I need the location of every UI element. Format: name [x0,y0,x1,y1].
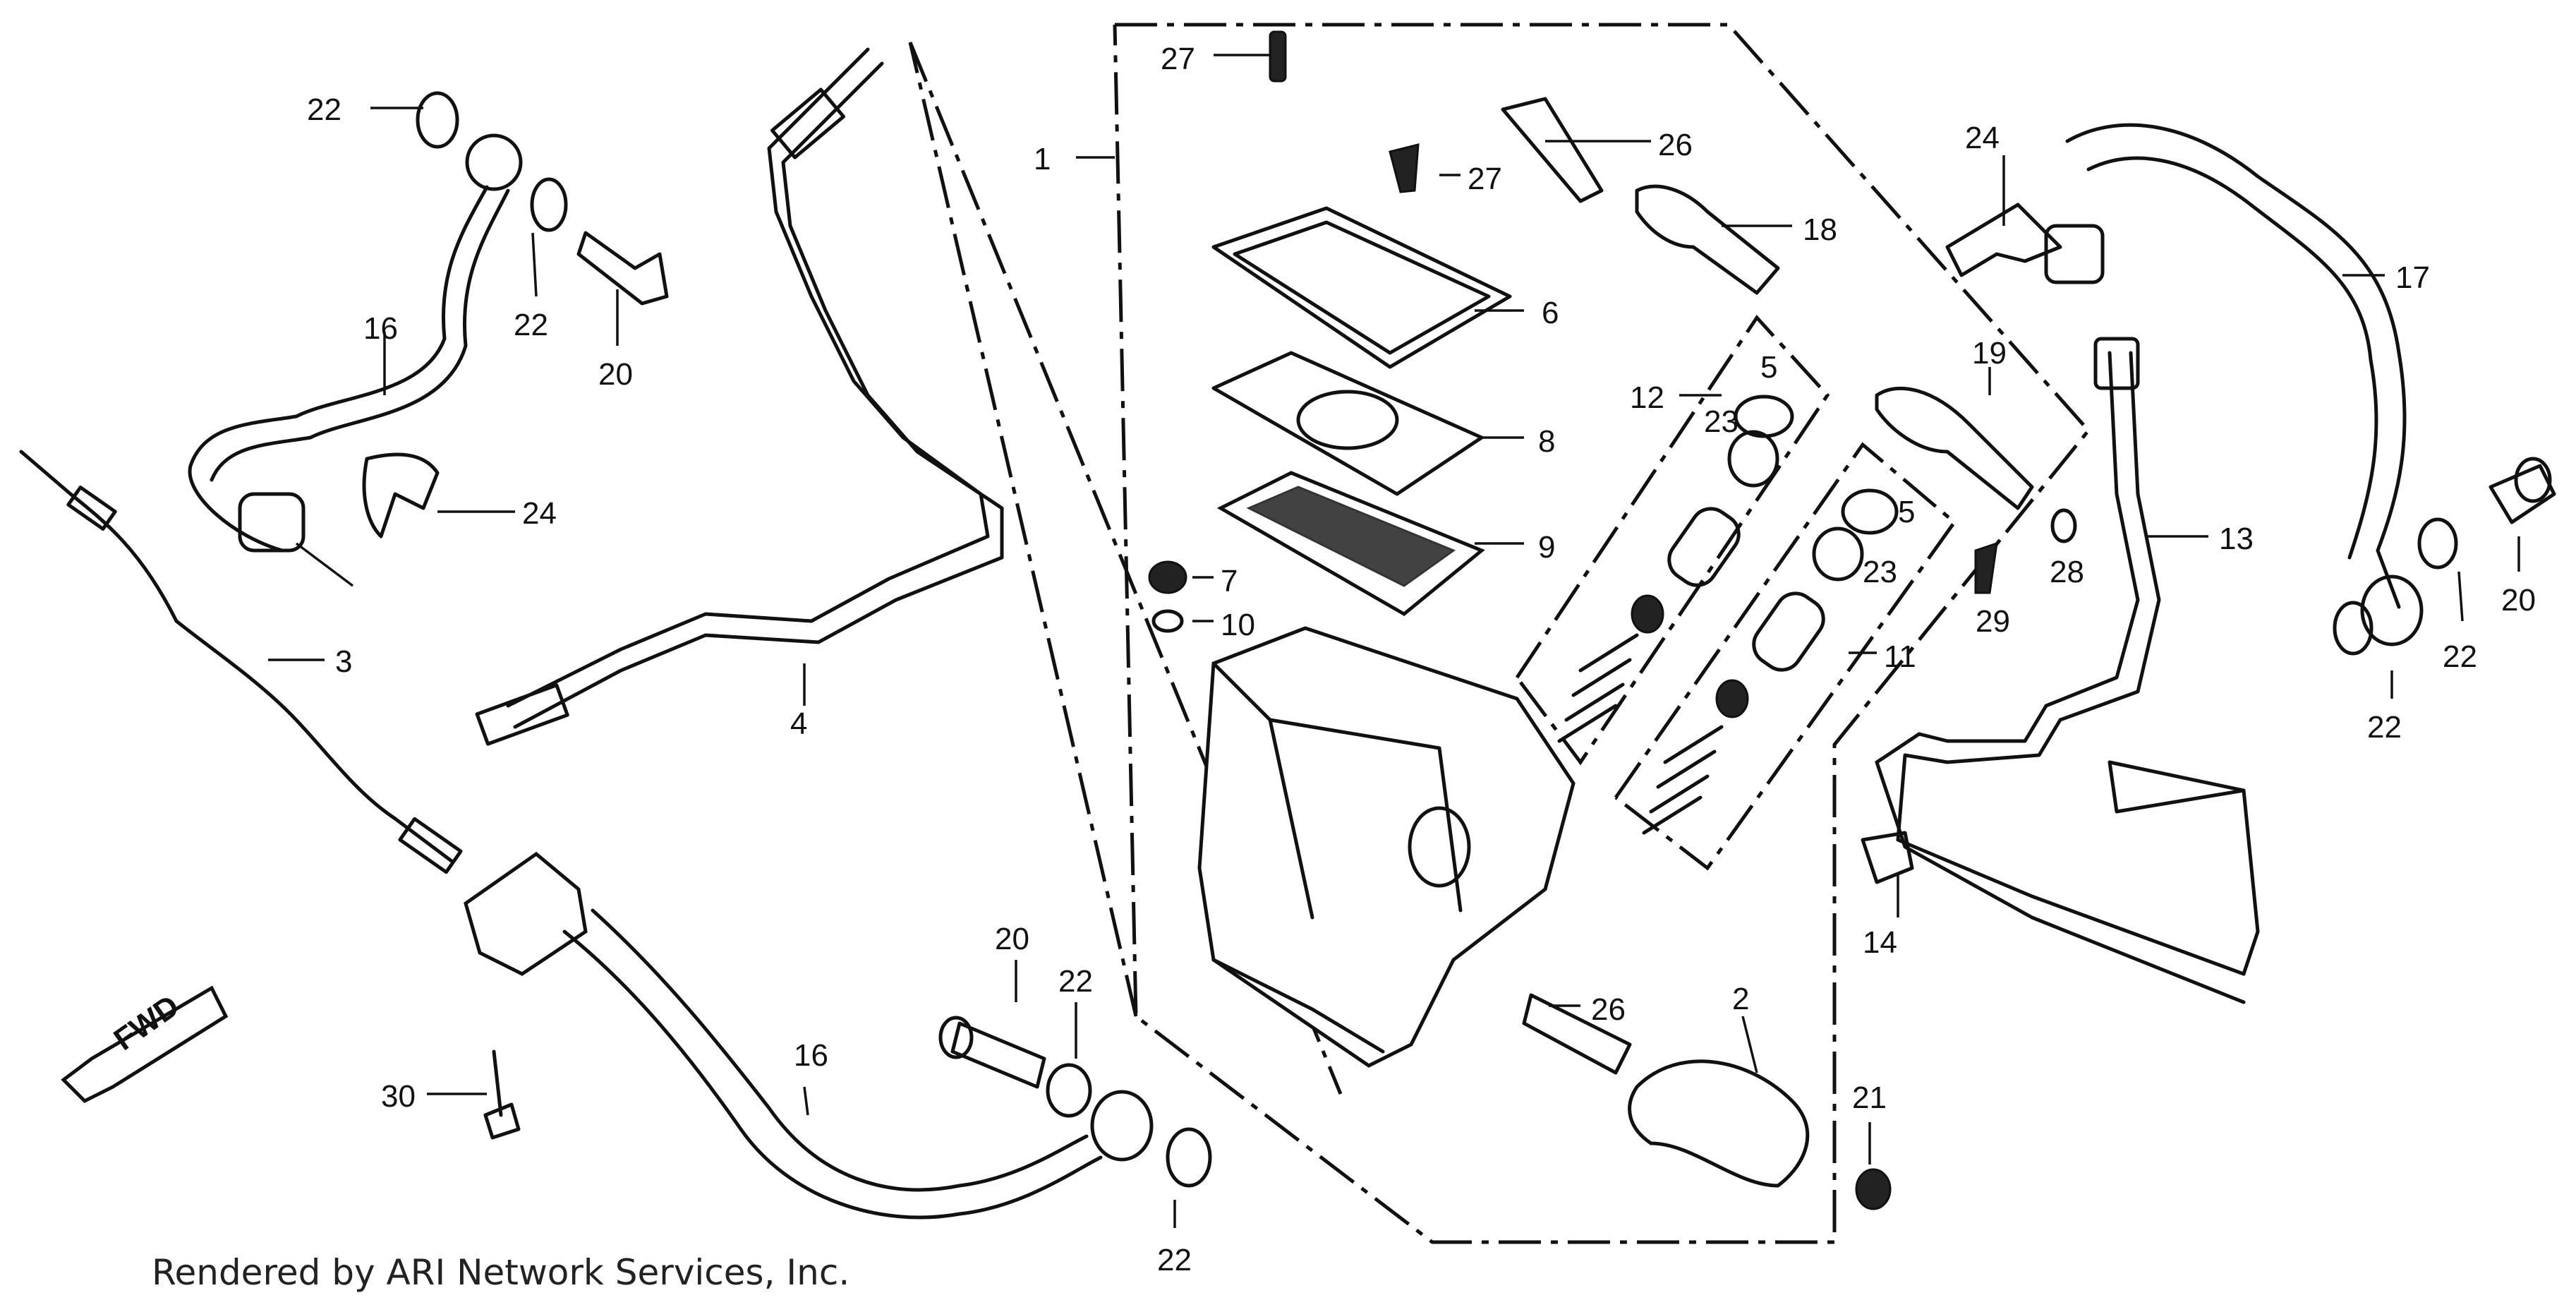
callout-20b: 20 [995,922,1029,956]
callout-22e: 22 [2367,710,2402,745]
banjo-bolt-20-top [576,231,669,306]
credit-text: Rendered by ARI Network Services, Inc. [152,1252,849,1293]
screw-30 [483,1049,521,1140]
callout-16b: 16 [794,1038,828,1073]
callout-29: 29 [1976,604,2010,639]
lever-19 [1875,386,2034,510]
callout-1: 1 [1034,142,1051,176]
brake-pipe-3 [19,450,463,874]
callout-13: 13 [2219,522,2254,556]
callout-22d: 22 [1157,1243,1192,1277]
brake-pipe-13 [1875,337,2260,1004]
callout-17: 17 [2395,260,2430,295]
callout-22a: 22 [307,92,341,127]
callout-4: 4 [790,706,807,741]
callout-26b: 26 [1591,992,1626,1027]
nut-21 [1855,1168,1892,1210]
callout-26a: 26 [1658,128,1693,162]
callout-22f: 22 [2443,639,2477,674]
callout-18: 18 [1803,212,1837,247]
callout-labels: 1 2 3 4 5 5 6 7 8 9 10 11 12 13 14 16 16… [307,42,2536,1277]
boot-7 [1148,560,1187,594]
brake-hose-17 [2044,123,2424,646]
callout-2: 2 [1732,982,1749,1016]
callout-16a: 16 [363,311,398,346]
banjo-bolt-20-bottom [938,1016,1046,1089]
ring-28 [2050,508,2077,543]
assembly-boundary-kit-11 [1614,442,1957,871]
callout-27b: 27 [1468,162,1502,196]
callout-7: 7 [1221,564,1238,598]
callout-19: 19 [1972,336,2007,371]
bolt-26-bottom [1522,993,1632,1075]
callout-22b: 22 [514,308,548,342]
callout-14: 14 [1863,925,1897,960]
brake-hose-16-bottom [464,851,1154,1220]
callout-20c: 20 [2501,583,2536,618]
banjo-washer-22-bottom [1046,1063,1212,1188]
clamp-24-left [362,452,440,538]
lever-18 [1635,184,1780,295]
screw-27-top [1269,30,1287,83]
callout-12: 12 [1630,380,1664,415]
callout-3: 3 [335,644,352,679]
callout-6: 6 [1542,296,1559,330]
callout-5b: 5 [1898,495,1915,529]
banjo-bolt-20-right [2489,457,2556,524]
screw-27-mid [1389,143,1420,193]
callout-28: 28 [2050,555,2084,589]
reservoir-cap-6 [1211,206,1512,369]
callout-8: 8 [1538,424,1555,459]
diaphragm-9 [1216,471,1485,617]
banjo-washer-22-top [416,91,568,232]
callout-23a: 23 [1704,404,1739,439]
callout-22c: 22 [1058,964,1093,999]
assembly-boundary-kit-12 [1515,314,1830,766]
callout-24b: 24 [1965,121,2000,155]
clamp-24-right [1945,203,2062,277]
callout-24a: 24 [522,496,557,531]
callout-5a: 5 [1760,350,1777,385]
callout-30: 30 [381,1079,416,1114]
direction-arrow [61,985,229,1104]
callout-23b: 23 [1863,555,1897,589]
callout-21: 21 [1852,1081,1887,1115]
ring-10 [1151,609,1184,633]
pin-29 [1974,541,1998,594]
leader-lines [268,54,2520,1228]
piston-kit-12-parts [1557,395,1794,743]
piston-kit-11-parts [1642,488,1899,835]
banjo-washer-22-right [2333,517,2458,656]
brake-pipe-4 [475,47,1004,746]
master-cylinder-body [1197,626,1576,1068]
assembly-boundary-main [908,23,2091,1244]
callout-27a: 27 [1161,42,1195,76]
callout-11: 11 [1884,639,1916,674]
brake-hose-15 [188,133,523,587]
callout-20a: 20 [598,357,633,392]
pin-25 [1501,97,1604,203]
diaphragm-plate-8 [1211,351,1484,496]
clip-14 [1861,831,1914,884]
plate-2 [1628,1059,1810,1188]
callout-9: 9 [1538,530,1555,565]
callout-10: 10 [1221,608,1255,642]
